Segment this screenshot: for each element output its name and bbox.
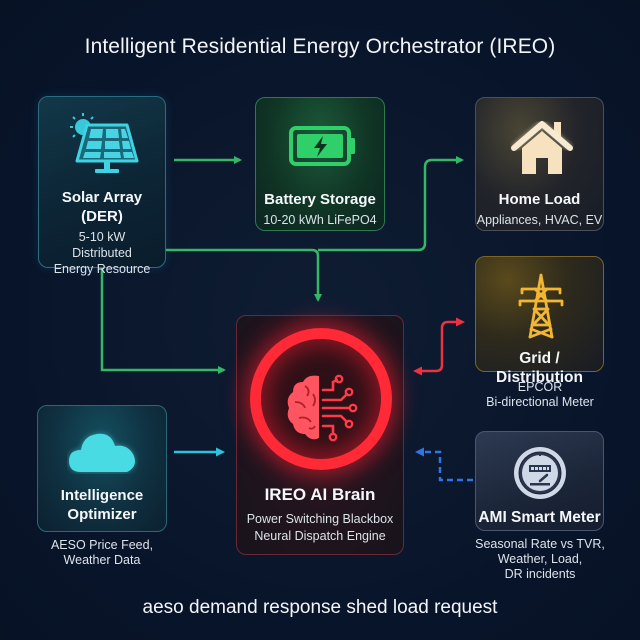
home-load-desc: Appliances, HVAC, EV bbox=[476, 213, 603, 227]
grid-distribution-caption: EPCOR Bi-directional Meter bbox=[462, 380, 618, 410]
grid-distribution-text: Grid / Distribution bbox=[476, 349, 603, 387]
diagram-title: Intelligent Residential Energy Orchestra… bbox=[84, 35, 556, 58]
optimizer-title-line-1: Intelligence bbox=[60, 487, 144, 504]
brain-glow-ring bbox=[250, 328, 392, 470]
solar-array-text: Solar Array (DER) 5-10 kW Distributed En… bbox=[39, 188, 165, 277]
flow-brain-grid-bidirectional bbox=[413, 317, 465, 376]
ami-meter-desc-1: Seasonal Rate vs TVR, bbox=[475, 537, 605, 551]
battery-storage-node[interactable]: Battery Storage 10-20 kWh LiFePO4 bbox=[255, 97, 385, 231]
ami-meter-caption: Seasonal Rate vs TVR, Weather, Load, DR … bbox=[462, 537, 618, 582]
intelligence-optimizer-node[interactable]: Intelligence Optimizer bbox=[37, 405, 167, 532]
optimizer-title-line-2: Optimizer bbox=[67, 506, 137, 523]
brain-desc-2: Neural Dispatch Engine bbox=[254, 529, 386, 543]
battery-storage-title: Battery Storage bbox=[264, 191, 376, 208]
optimizer-desc-1: AESO Price Feed, bbox=[50, 538, 154, 552]
ai-brain-circuit-icon bbox=[287, 374, 358, 442]
home-load-node[interactable]: Home Load Appliances, HVAC, EV bbox=[475, 97, 604, 231]
solar-array-node[interactable]: Solar Array (DER) 5-10 kW Distributed En… bbox=[38, 96, 166, 276]
flow-solar-to-brain bbox=[100, 268, 226, 374]
ireo-ai-brain-node[interactable]: IREO AI Brain Power Switching Blackbox N… bbox=[236, 315, 404, 555]
ami-meter-desc-3: DR incidents bbox=[504, 567, 576, 581]
brain-desc-1: Power Switching Blackbox bbox=[246, 512, 394, 526]
solar-array-desc-1: Distributed bbox=[72, 246, 132, 260]
footer-caption: aeso demand response shed load request bbox=[142, 597, 498, 618]
ami-smart-meter-title: AMI Smart Meter bbox=[478, 509, 601, 526]
home-load-text: Home Load Appliances, HVAC, EV bbox=[476, 190, 603, 228]
grid-distribution-node[interactable]: Grid / Distribution bbox=[475, 256, 604, 386]
grid-distribution-desc: Bi-directional Meter bbox=[486, 395, 594, 409]
brain-text: IREO AI Brain Power Switching Blackbox N… bbox=[237, 484, 403, 545]
optimizer-caption: AESO Price Feed, Weather Data bbox=[22, 538, 182, 568]
solar-array-title: Solar Array (DER) bbox=[61, 189, 143, 225]
optimizer-text: Intelligence Optimizer bbox=[38, 486, 166, 524]
solar-array-capacity: 5-10 kW bbox=[78, 230, 126, 244]
grid-distribution-title: Grid / Distribution bbox=[496, 350, 583, 386]
grid-distribution-provider: EPCOR bbox=[517, 380, 563, 394]
solar-panel-icon bbox=[70, 113, 139, 173]
smart-meter-gauge-icon bbox=[514, 447, 566, 499]
home-load-title: Home Load bbox=[498, 191, 581, 208]
ami-meter-desc-2: Weather, Load, bbox=[497, 552, 583, 566]
solar-array-desc-2: Energy Resource bbox=[53, 262, 151, 276]
transmission-tower-icon bbox=[518, 273, 564, 339]
brain-title: IREO AI Brain bbox=[264, 485, 376, 504]
ami-smart-meter-text: AMI Smart Meter bbox=[476, 508, 603, 527]
flow-meter-to-brain bbox=[415, 447, 473, 482]
battery-storage-spec: 10-20 kWh LiFePO4 bbox=[263, 213, 377, 227]
flow-battery-to-brain bbox=[166, 248, 322, 302]
battery-charging-icon bbox=[289, 126, 355, 166]
battery-storage-text: Battery Storage 10-20 kWh LiFePO4 bbox=[256, 190, 384, 228]
house-icon bbox=[511, 120, 573, 174]
ami-smart-meter-node[interactable]: AMI Smart Meter bbox=[475, 431, 604, 531]
cloud-icon bbox=[69, 433, 135, 472]
optimizer-desc-2: Weather Data bbox=[63, 553, 141, 567]
